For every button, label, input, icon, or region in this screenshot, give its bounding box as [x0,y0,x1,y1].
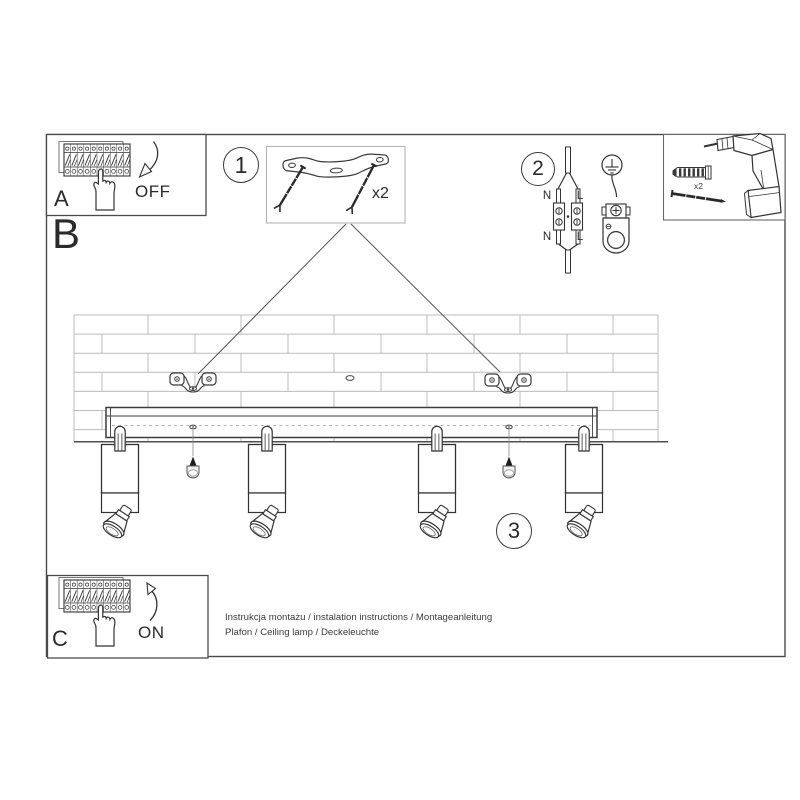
footer-line-1: Instrukcja montażu / instalation instruc… [225,612,493,623]
spotlight-module [416,425,457,542]
breaker-panel-c [58,576,158,647]
step-3-badge: 3 [496,513,532,549]
bracket-quantity: x2 [372,185,389,202]
wiring-diagram [552,146,584,274]
screw-icon [345,162,378,215]
step-1-badge: 1 [223,147,259,183]
spotlight-module [246,425,287,542]
on-label: ON [138,623,165,642]
panel-label-a: A [54,186,69,211]
wire-label-l-bottom: L [576,231,584,243]
screw-icon [273,164,307,213]
mounting-bracket-icon [484,373,532,394]
screw-icon [670,189,726,203]
mounting-bracket-icon [169,372,217,393]
circuit-breaker-panel-icon [58,576,131,613]
bracket-and-screws [273,153,389,215]
mounting-rail [105,406,598,439]
plug-quantity: x2 [694,181,703,191]
wall-plug-icon [672,165,712,180]
step-2-badge: 2 [521,152,555,186]
spotlight-module [563,425,604,542]
drill-icon [703,132,782,219]
footer-text: Instrukcja montażu / instalation instruc… [225,611,492,640]
spotlight-module [99,425,140,542]
circuit-breaker-panel-icon [58,140,131,177]
breaker-panel-a [58,140,159,211]
cable-hole [345,375,355,381]
panel-label-c: C [52,626,68,651]
arrow-up-icon [149,589,158,621]
wire-label-n-bottom: N [542,231,552,243]
wire-label-l-top: L [576,190,584,202]
ground-terminal [601,154,631,254]
footer-line-2: Plafon / Ceiling lamp / Deckeleuchte [225,626,380,638]
off-label: OFF [135,182,171,201]
bracket-leader-lines [197,223,501,375]
section-label-b: B [52,210,81,257]
diagram-frame [45,133,786,658]
arrow-down-icon [148,141,159,172]
wire-label-n-top: N [542,190,552,202]
